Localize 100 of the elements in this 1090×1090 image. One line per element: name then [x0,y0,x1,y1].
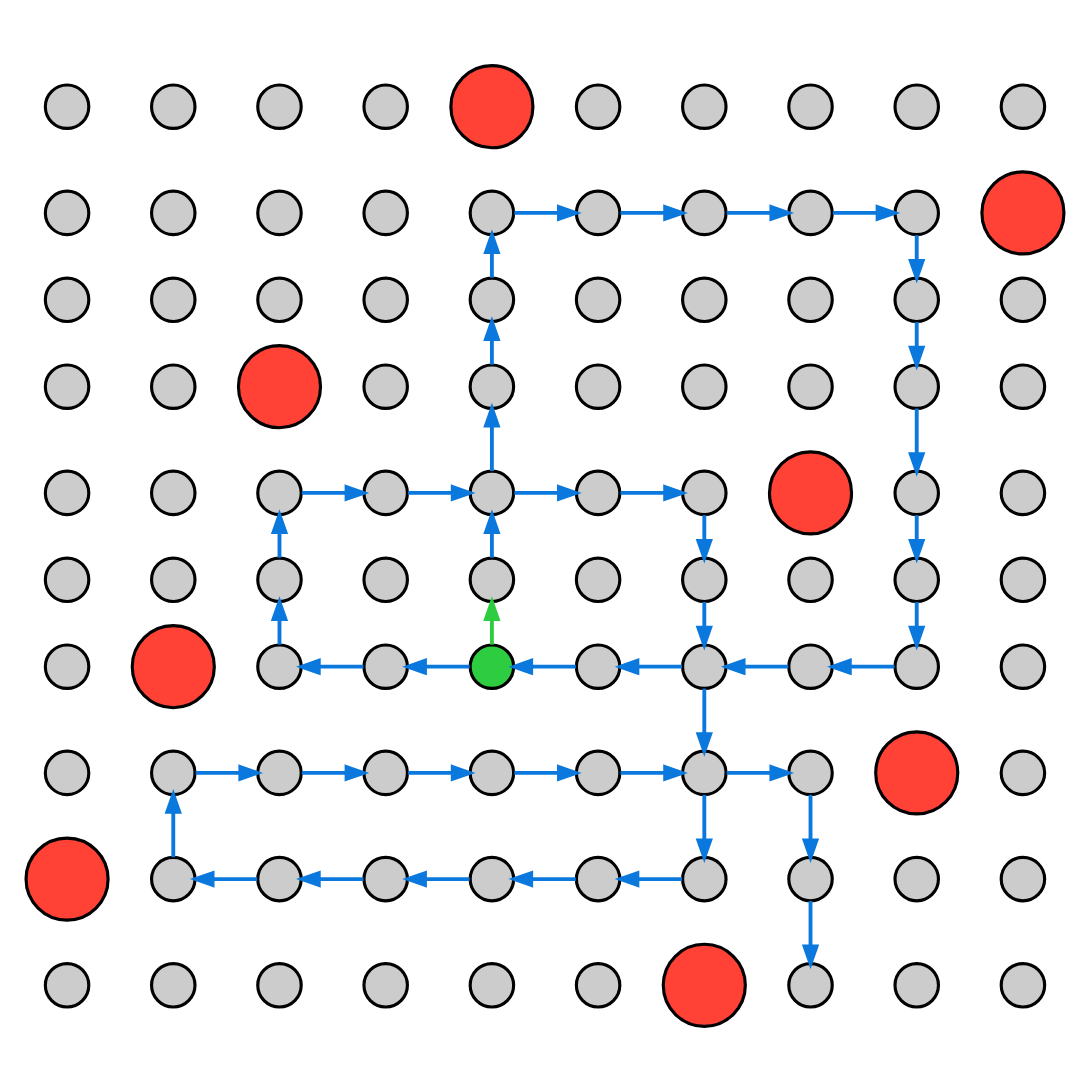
node-circle [362,555,409,603]
node-circle [43,188,91,236]
node-circle [468,362,516,409]
node-circle [468,961,516,1008]
arrow [801,793,820,863]
node-circle [681,555,728,603]
node-circle [681,275,728,323]
arrow [408,483,476,501]
node-circle [999,642,1047,689]
node-circle [893,961,941,1008]
node-circle [893,82,941,129]
arrow [483,508,501,557]
node-circle [999,82,1047,129]
arrow [695,514,713,563]
node-circle [999,468,1047,516]
arrow [189,869,258,887]
node-circle [787,642,834,689]
arrow [908,407,926,476]
node-circle [362,961,409,1008]
node-circle [130,623,216,709]
node-circle [236,343,323,429]
node-circle [574,642,622,689]
node-circle [767,449,854,535]
arrow [301,763,370,781]
arrow [695,793,713,863]
node-circle [43,748,91,796]
arrow [514,203,582,221]
arrow [908,234,926,283]
node-circle [681,188,728,236]
node-circle [43,555,91,603]
arrow [301,483,370,501]
node-circle [43,362,91,409]
arrow [483,315,501,364]
node-circle [150,748,197,796]
arrow [402,657,470,675]
node-circle [574,275,622,323]
arrow [408,763,476,781]
node-circle [787,188,834,236]
node-circle [362,854,409,902]
node-circle [893,275,941,323]
arrow [801,900,820,969]
node-circle [468,275,516,323]
node-circle [362,748,409,796]
node-circle [43,642,91,689]
node-circle [43,961,91,1008]
arrow [195,763,264,781]
node-circle [681,468,728,516]
arrow [296,869,364,887]
node-circle [468,642,516,689]
node-circle [362,275,409,323]
node-circle [661,941,747,1027]
node-circle [150,555,197,603]
arrow [832,203,901,221]
node-circle [999,748,1047,796]
node-circle [574,748,622,796]
arrow [695,687,713,756]
node-circle [362,468,409,516]
node-circle [681,82,728,129]
node-circle [681,642,728,689]
node-circle [893,854,941,902]
node-circle [999,275,1047,323]
arrow [614,869,683,887]
node-circle [468,555,516,603]
node-circle [150,854,197,902]
node-circle [43,468,91,516]
node-circle [999,854,1047,902]
node-circle [256,82,303,129]
node-circle [256,961,303,1008]
node-circle [787,961,834,1008]
arrow [270,508,289,557]
arrow [402,869,470,887]
arrow [514,763,582,781]
node-circle [362,188,409,236]
node-circle [468,188,516,236]
arrow [270,595,289,644]
node-circle [999,362,1047,409]
node-circle [574,468,622,516]
node-circle [574,188,622,236]
node-circle [574,555,622,603]
node-circle [362,362,409,409]
arrow [508,657,576,675]
node-circle [874,729,960,815]
arrow [164,788,182,857]
node-circle [893,468,941,516]
arrow [620,203,688,221]
node-circle [787,854,834,902]
node-circle [150,468,197,516]
node-circle [787,275,834,323]
arrow [695,601,713,650]
arrow [508,869,576,887]
node-circle [787,82,834,129]
node-circle [787,362,834,409]
node-circle [681,748,728,796]
node-circle [256,555,303,603]
node-circle [43,275,91,323]
arrow [614,657,683,675]
node-circle [787,555,834,603]
node-circle [256,468,303,516]
arrow [483,595,501,644]
arrow [296,657,364,675]
